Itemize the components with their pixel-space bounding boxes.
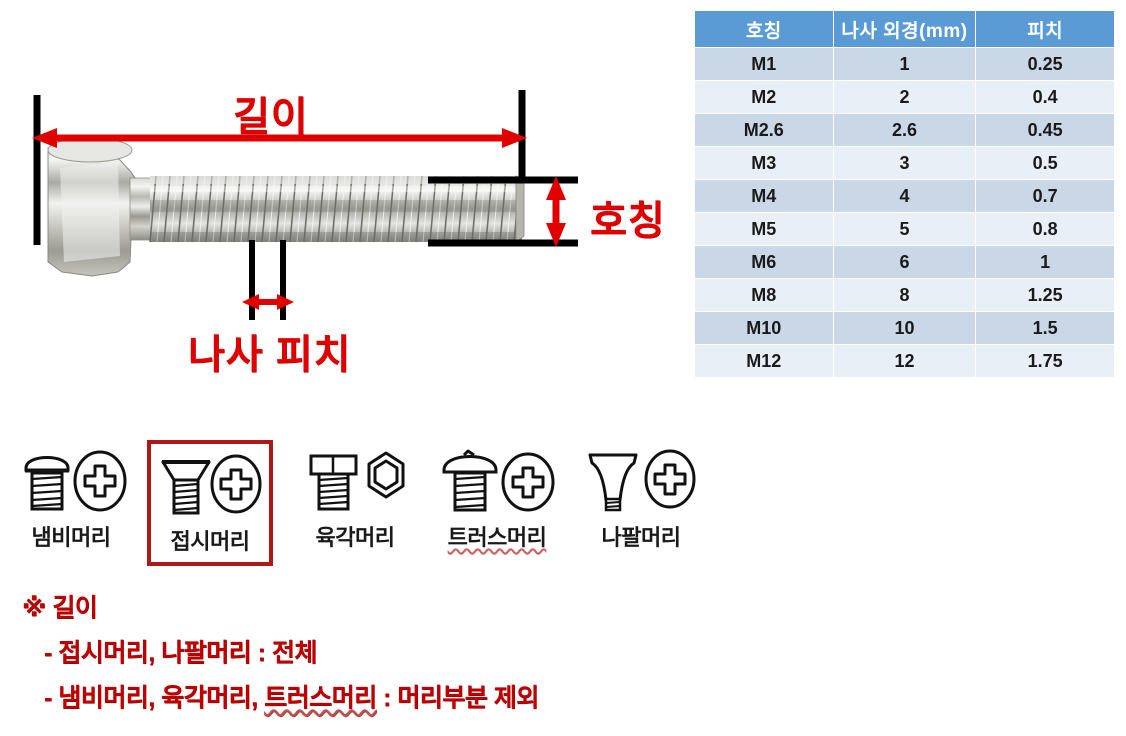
table-header-row: 호칭 나사 외경(mm) 피치 (695, 11, 1114, 47)
cell-designation: M2 (695, 81, 833, 113)
major-arrow-head-top (546, 176, 566, 200)
pitch-dimension (242, 240, 294, 320)
cell-diameter: 8 (833, 279, 976, 311)
table-row: M2.6 2.6 0.45 (695, 114, 1114, 146)
cell-pitch: 1.25 (976, 279, 1114, 311)
cell-diameter: 2.6 (833, 114, 976, 146)
cell-designation: M10 (695, 312, 833, 344)
head-type-label: 접시머리 (170, 529, 250, 554)
notes-line-2-part-b: 트러스머리 (264, 684, 377, 712)
screw-illustration (47, 137, 525, 277)
hex-head-icon (296, 444, 414, 518)
cell-diameter: 5 (833, 213, 976, 245)
flat-head-icon (155, 448, 265, 522)
table-row: M2 2 0.4 (695, 81, 1114, 113)
cell-diameter: 4 (833, 180, 976, 212)
head-type-option-flat[interactable]: 접시머리 (147, 440, 273, 566)
cell-designation: M12 (695, 345, 833, 377)
head-type-label: 냄비머리 (31, 525, 111, 550)
cell-pitch: 0.25 (976, 48, 1114, 80)
cell-diameter: 1 (833, 48, 976, 80)
pitch-label: 나사 피치 (188, 333, 352, 377)
cell-diameter: 6 (833, 246, 976, 278)
column-header-diameter: 나사 외경(mm) (833, 11, 976, 47)
table-row: M5 5 0.8 (695, 213, 1114, 245)
length-notes: ※ 길이 - 접시머리, 나팔머리 : 전체 - 냄비머리, 육각머리, 트러스… (22, 588, 539, 723)
pitch-arrow-head-left (242, 294, 259, 310)
length-dimension (32, 90, 527, 245)
head-type-option-truss[interactable]: 트러스머리 (434, 440, 560, 566)
table-row: M1 1 0.25 (695, 48, 1114, 80)
cell-pitch: 0.4 (976, 81, 1114, 113)
head-type-label: 육각머리 (315, 525, 395, 550)
truss-head-icon (436, 444, 558, 518)
length-arrow-head-right (502, 128, 527, 148)
notes-line-2-part-c: : 머리부분 제외 (376, 684, 539, 712)
cell-pitch: 1.75 (976, 345, 1114, 377)
table-row: M10 10 1.5 (695, 312, 1114, 344)
cell-pitch: 0.8 (976, 213, 1114, 245)
head-type-option-bugle[interactable]: 나팔머리 (578, 440, 704, 566)
cell-pitch: 1 (976, 246, 1114, 278)
pitch-arrow-head-right (277, 294, 294, 310)
cell-designation: M1 (695, 48, 833, 80)
major-arrow-head-bottom (546, 223, 566, 247)
table-row: M12 12 1.75 (695, 345, 1114, 377)
notes-line-2-part-a: - 냄비머리, 육각머리, (44, 684, 265, 712)
table-header: 호칭 나사 외경(mm) 피치 (695, 11, 1114, 47)
screw-dimension-diagram: 길이 호칭 나사 피치 (0, 0, 690, 430)
cell-pitch: 0.5 (976, 147, 1114, 179)
cell-diameter: 12 (833, 345, 976, 377)
table-row: M3 3 0.5 (695, 147, 1114, 179)
column-header-designation: 호칭 (695, 11, 833, 47)
column-header-pitch: 피치 (976, 11, 1114, 47)
head-type-gallery: 냄비머리 접시머리 (0, 440, 700, 570)
cell-designation: M5 (695, 213, 833, 245)
cell-designation: M8 (695, 279, 833, 311)
head-type-option-pan[interactable]: 냄비머리 (8, 440, 134, 566)
screw-spec-table: 호칭 나사 외경(mm) 피치 M1 1 0.25 M2 2 0.4 M2.6 … (694, 10, 1115, 378)
length-label: 길이 (233, 95, 309, 139)
table-row: M6 6 1 (695, 246, 1114, 278)
cell-pitch: 0.7 (976, 180, 1114, 212)
head-type-label: 나팔머리 (601, 525, 681, 550)
length-arrow-head-left (32, 128, 57, 148)
head-type-option-hex[interactable]: 육각머리 (292, 440, 418, 566)
cell-diameter: 3 (833, 147, 976, 179)
cell-diameter: 2 (833, 81, 976, 113)
notes-line-2: - 냄비머리, 육각머리, 트러스머리 : 머리부분 제외 (44, 678, 539, 714)
cell-diameter: 10 (833, 312, 976, 344)
pan-head-icon (12, 444, 130, 518)
screw-diagram-svg (32, 90, 578, 320)
cell-designation: M2.6 (695, 114, 833, 146)
major-diameter-dimension (428, 176, 578, 247)
notes-title: ※ 길이 (22, 594, 98, 622)
major-diameter-label: 호칭 (590, 199, 666, 243)
cell-designation: M3 (695, 147, 833, 179)
table-body: M1 1 0.25 M2 2 0.4 M2.6 2.6 0.45 M3 3 0.… (695, 48, 1114, 377)
notes-line-1: - 접시머리, 나팔머리 : 전체 (44, 639, 317, 667)
cell-pitch: 1.5 (976, 312, 1114, 344)
cell-designation: M6 (695, 246, 833, 278)
bugle-head-icon (582, 444, 700, 518)
cell-pitch: 0.45 (976, 114, 1114, 146)
table-row: M4 4 0.7 (695, 180, 1114, 212)
head-type-label: 트러스머리 (447, 525, 547, 550)
table-row: M8 8 1.25 (695, 279, 1114, 311)
cell-designation: M4 (695, 180, 833, 212)
